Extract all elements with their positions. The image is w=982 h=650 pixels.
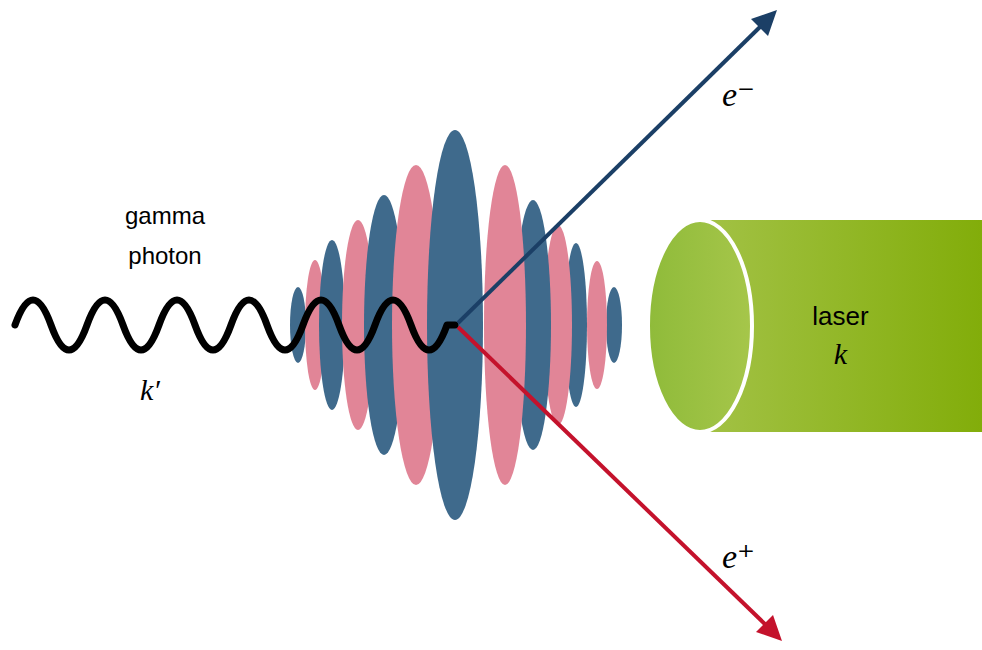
arrow-head <box>751 10 777 36</box>
photon-label: gamma photon <box>105 196 225 276</box>
positron-track <box>458 327 768 627</box>
arrow-head <box>756 615 782 641</box>
particle-label: e⁺ <box>722 536 782 578</box>
wavevector-label: k′ <box>140 372 180 408</box>
laser-source: laserk <box>804 296 877 377</box>
particle-label: e⁻ <box>722 74 782 116</box>
device-name: laser <box>812 300 868 334</box>
cylinder-face <box>648 220 752 432</box>
laser-cylinder <box>648 220 982 432</box>
photon-wave <box>15 300 455 350</box>
wavevector-label: k <box>834 334 847 373</box>
electron-track <box>458 25 762 323</box>
